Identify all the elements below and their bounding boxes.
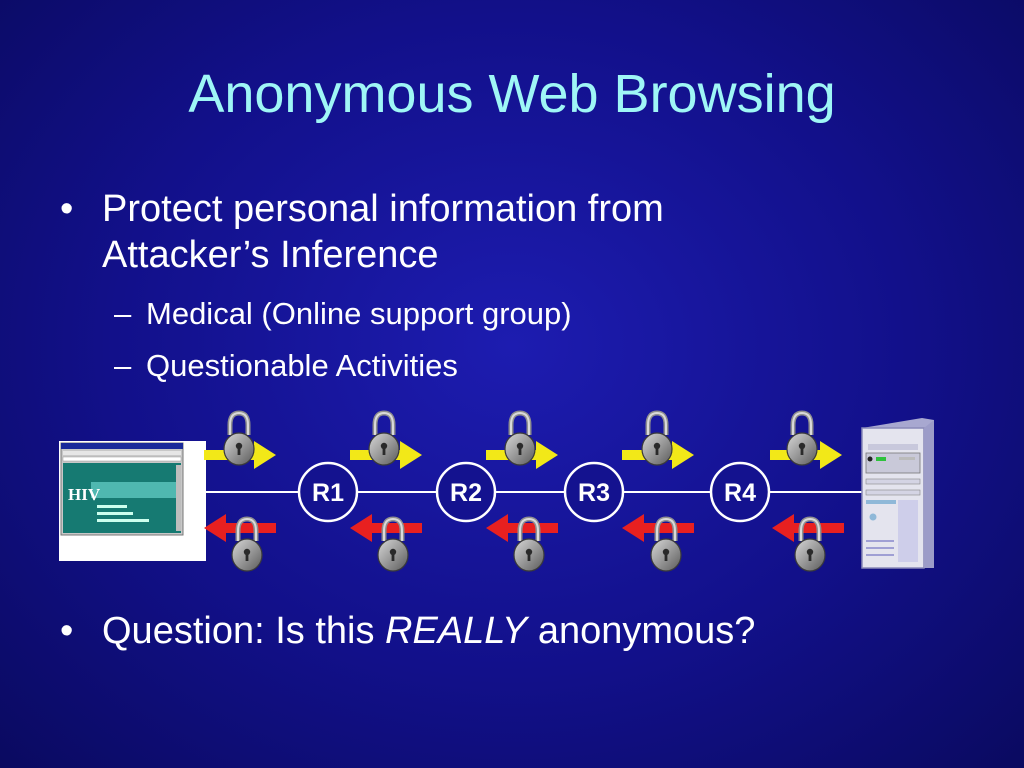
padlock-icon	[787, 413, 817, 465]
bullet-glyph: •	[60, 610, 74, 652]
padlock-icon	[642, 413, 672, 465]
bullet-item: • Protect personal information from Atta…	[60, 186, 664, 278]
padlock-icon	[224, 413, 254, 465]
sub-bullet: – Questionable Activities	[114, 347, 458, 385]
dash-glyph: –	[114, 348, 132, 383]
router-node-r3: R3	[563, 461, 625, 523]
padlock-icon	[369, 413, 399, 465]
sub-bullet-text: Medical (Online support group)	[146, 296, 572, 331]
server-tower-icon	[861, 418, 934, 569]
question-prefix: Question: Is this	[102, 610, 386, 652]
bullet-glyph: •	[60, 188, 74, 230]
browser-logo-text: HIV	[68, 485, 101, 504]
router-node-r1: R1	[297, 461, 359, 523]
question-emphasis: REALLY	[385, 610, 528, 652]
question-suffix: anonymous?	[527, 610, 756, 652]
padlock-icon	[505, 413, 535, 465]
bullet-line-2: Attacker’s Inference	[102, 234, 439, 276]
bullet-line-1: Protect personal information from	[102, 188, 664, 230]
router-node-r2: R2	[435, 461, 497, 523]
router-label: R3	[578, 479, 610, 507]
sub-bullet-text: Questionable Activities	[146, 348, 458, 383]
router-label: R1	[312, 479, 344, 507]
slide-title: Anonymous Web Browsing	[188, 64, 836, 124]
client-browser: HIV	[59, 441, 206, 561]
router-node-r4: R4	[709, 461, 771, 523]
question-bullet: • Question: Is this REALLY anonymous?	[60, 608, 756, 654]
router-label: R2	[450, 479, 482, 507]
sub-bullet: – Medical (Online support group)	[114, 295, 572, 333]
router-label: R4	[724, 479, 756, 507]
dash-glyph: –	[114, 296, 132, 331]
